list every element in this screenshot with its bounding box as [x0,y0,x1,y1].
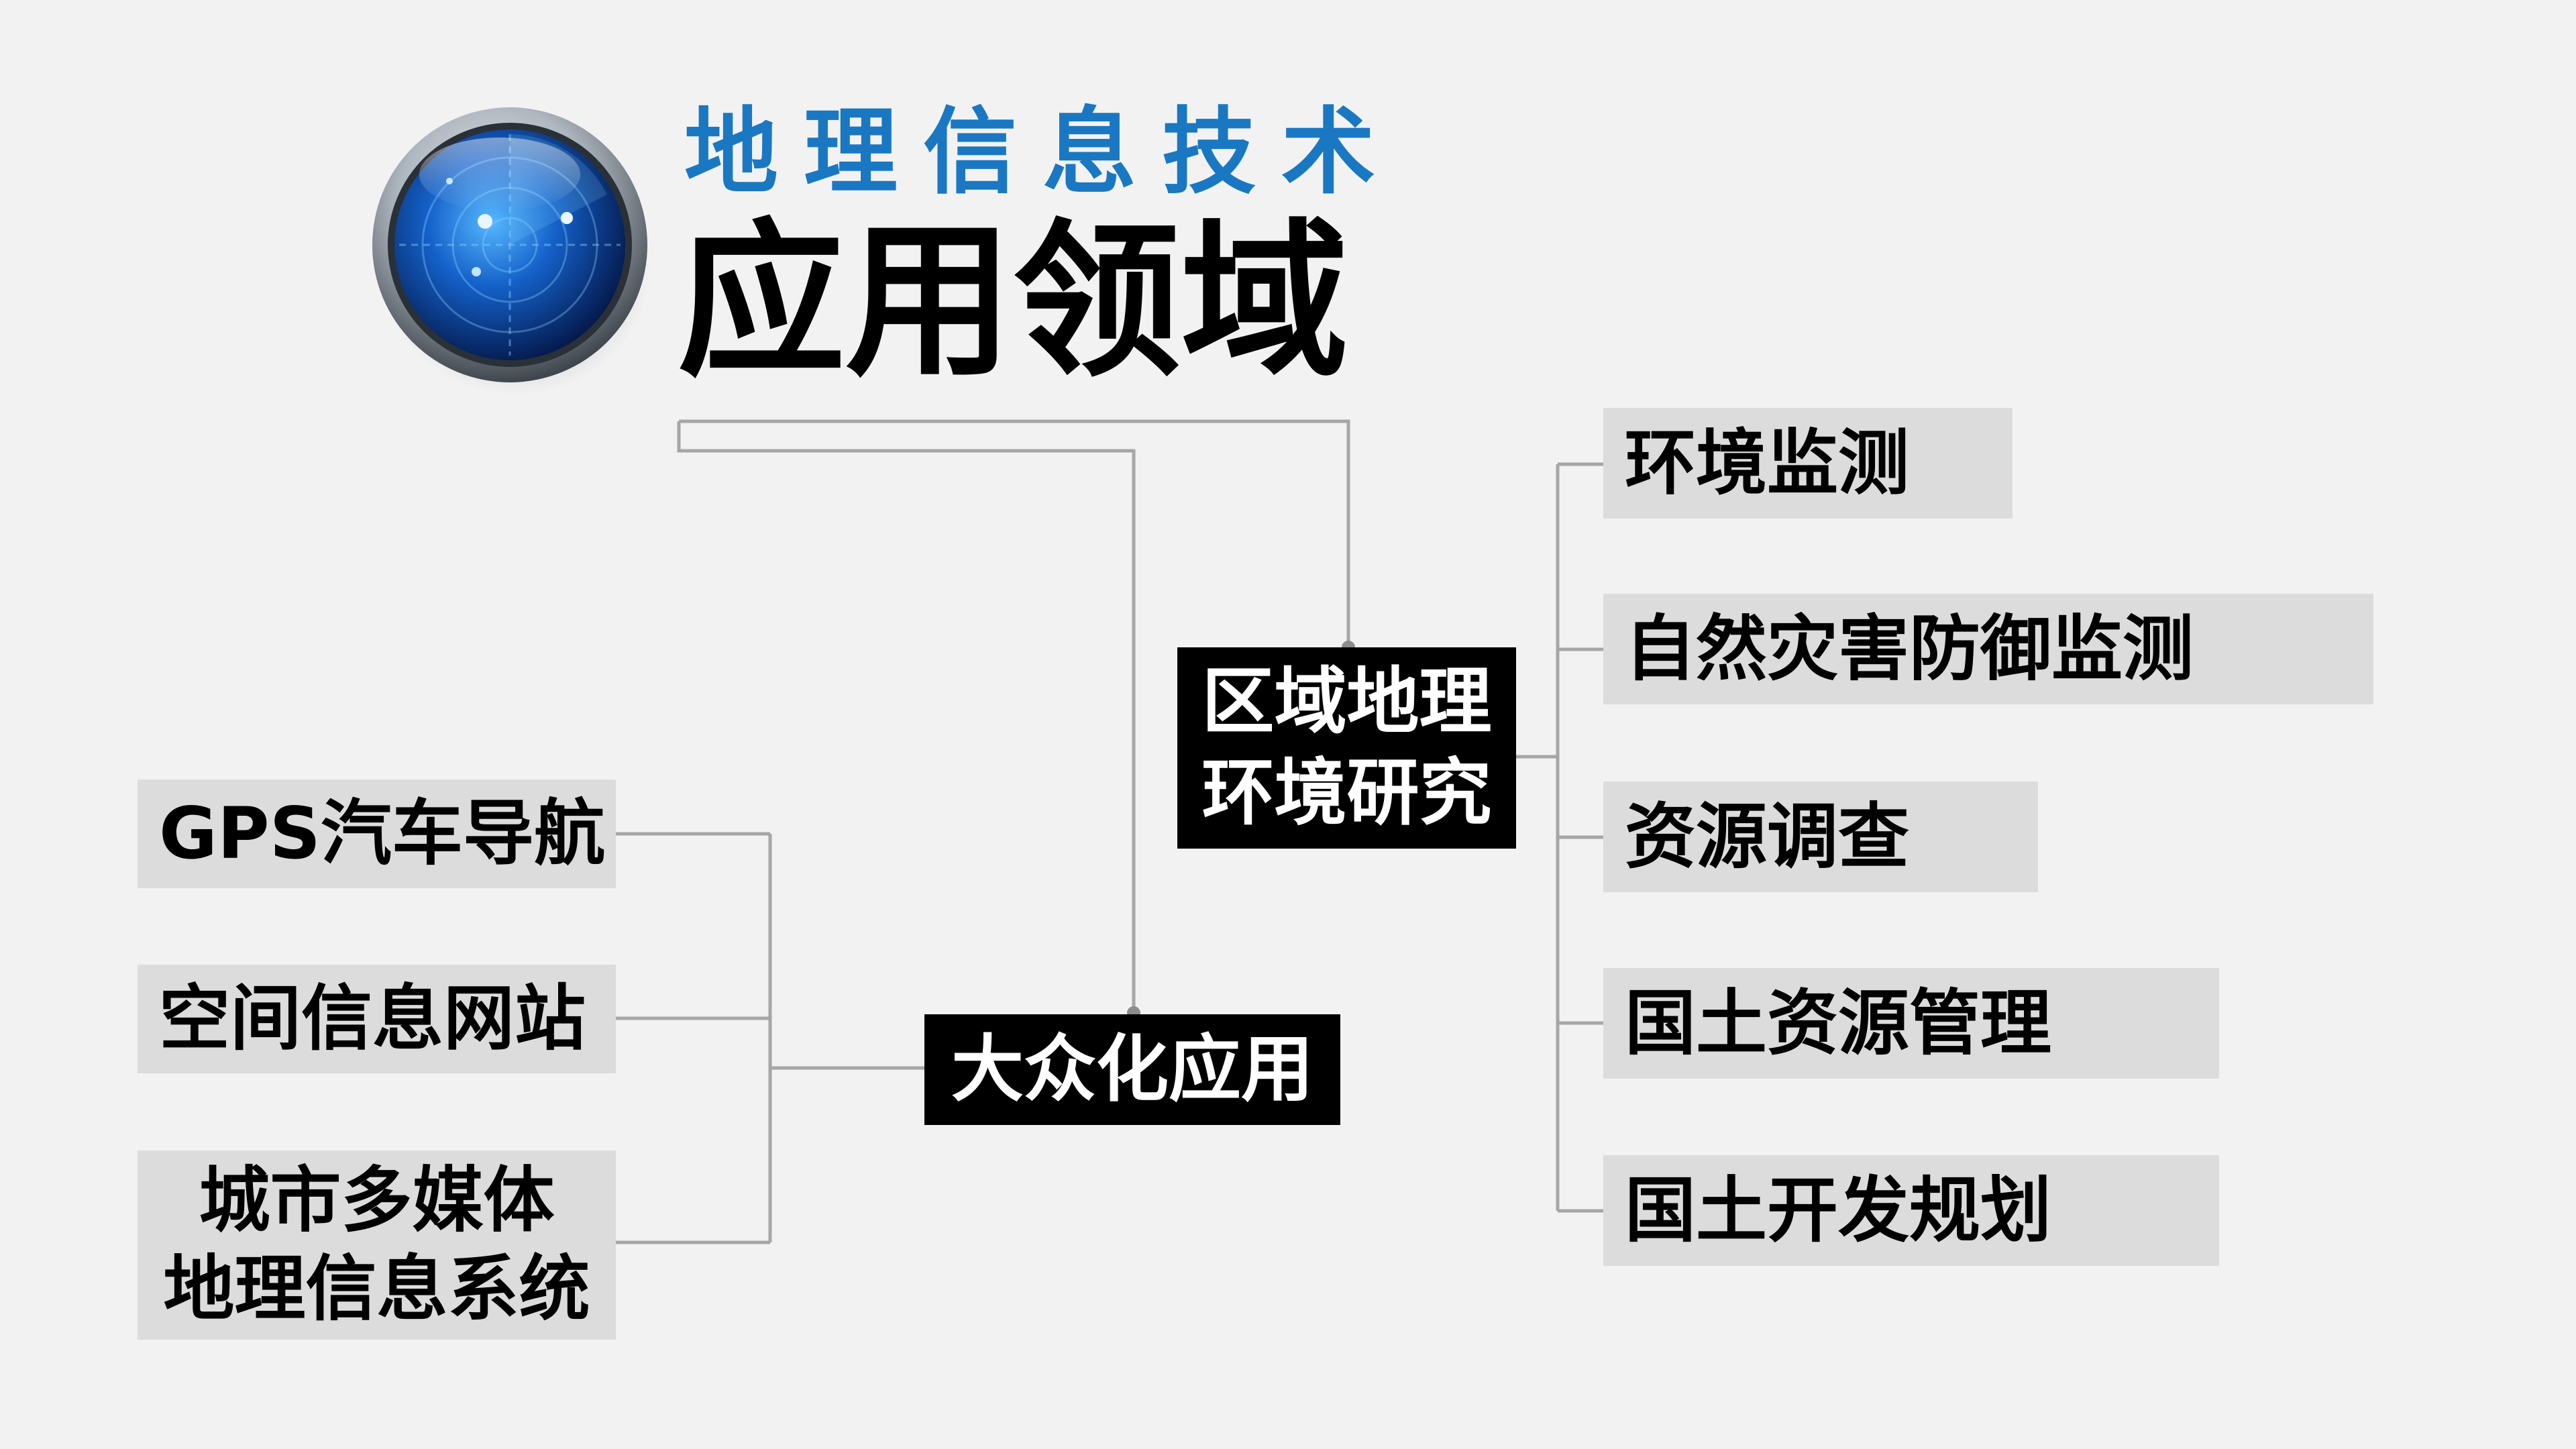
regional-item: 环境监测 [1603,408,2012,519]
connector-title-public [677,421,1136,1013]
regional-item-label: 自然灾害防御监测 [1625,607,2194,690]
regional-item: 自然灾害防御监测 [1603,594,2373,704]
regional-item: 国土开发规划 [1603,1155,2219,1266]
node-regional-line: 区域地理 [1201,660,1492,744]
regional-item-label: 资源调查 [1625,795,1909,878]
node-public-label: 大众化应用 [951,1027,1313,1112]
node-public-application: 大众化应用 [924,1014,1340,1125]
regional-item: 国土资源管理 [1603,968,2219,1079]
public-item: GPS汽车导航 [138,780,616,888]
regional-item-label: 环境监测 [1625,421,1909,504]
public-item-line: 地理信息系统 [163,1248,590,1330]
subtitle: 地理信息技术 [684,98,1401,207]
public-item-label: 空间信息网站 [159,977,586,1060]
connector-title-regional [679,419,1350,647]
regional-item-label: 国土开发规划 [1625,1169,2051,1252]
public-item: 空间信息网站 [138,965,616,1073]
public-item-line: 城市多媒体 [199,1159,555,1242]
page-title: 应用领域 [678,204,1348,399]
radar-icon [372,107,651,396]
node-regional-geography: 区域地理 环境研究 [1177,647,1516,849]
public-item-label: GPS汽车导航 [159,792,606,875]
regional-item: 资源调查 [1603,782,2038,892]
public-item: 城市多媒体 地理信息系统 [138,1150,616,1340]
regional-item-label: 国土资源管理 [1625,981,2051,1065]
node-regional-line: 环境研究 [1201,751,1492,835]
